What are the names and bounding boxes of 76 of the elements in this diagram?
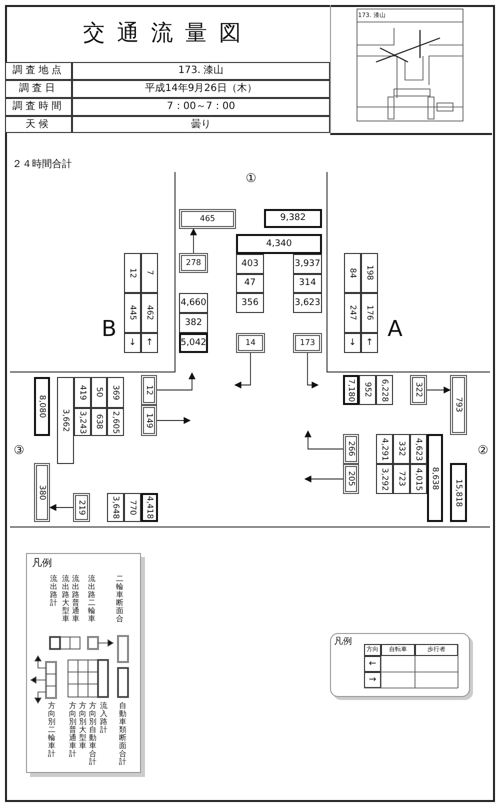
- count-cell: 3,623: [293, 293, 322, 313]
- count-box: 205: [343, 464, 359, 494]
- count-cell: 176: [361, 293, 378, 333]
- field-label: 調査地点: [5, 62, 72, 80]
- count-box: 12: [141, 375, 157, 405]
- count-box: 793: [450, 375, 467, 435]
- count-cell: 4,340: [236, 234, 322, 254]
- field-label: 天候: [5, 116, 72, 133]
- field-label: 調査時間: [5, 98, 72, 116]
- arrow: [156, 417, 191, 424]
- count-cell: 382: [179, 313, 208, 333]
- direction-symbol: ↓: [124, 333, 141, 353]
- count-cell: 4,291: [376, 434, 393, 464]
- count-cell: 4,418: [141, 493, 158, 522]
- count-cell: 2,605: [107, 408, 124, 436]
- count-cell: 247: [344, 293, 361, 333]
- count-cell: 332: [393, 434, 410, 464]
- count-cell: 952: [359, 375, 376, 405]
- count-cell: 8,638: [427, 434, 443, 522]
- count-box: 149: [141, 405, 157, 436]
- direction-symbol: ↑: [141, 333, 158, 353]
- count-cell: 3,648: [107, 493, 124, 522]
- count-cell: 3,937: [293, 254, 322, 274]
- count-box: 219: [73, 493, 90, 522]
- count-cell: 445: [124, 293, 141, 333]
- arrow: [426, 386, 451, 394]
- count-cell: 723: [393, 464, 410, 494]
- count-cell: 9,382: [264, 209, 322, 228]
- arrow: [234, 352, 251, 388]
- arrow: [49, 504, 74, 511]
- count-cell: 4,015: [410, 464, 427, 494]
- field-value: 173. 漆山: [72, 62, 330, 80]
- field-value: 7：00～7：00: [72, 98, 330, 116]
- arrow: [307, 352, 319, 388]
- count-cell: 4,660: [179, 293, 208, 313]
- count-cell: 198: [361, 253, 378, 293]
- count-cell: 12: [124, 253, 141, 293]
- count-cell: 3,292: [376, 464, 393, 494]
- field-value: 平成14年9月26日（木）: [72, 80, 330, 98]
- arrow: [304, 476, 344, 482]
- count-box: 380: [34, 463, 50, 522]
- count-cell: 4,623: [410, 434, 427, 464]
- count-box: 465: [179, 209, 236, 229]
- count-cell: 7,180: [343, 375, 359, 405]
- count-cell: 770: [124, 493, 141, 522]
- count-box: 322: [410, 375, 427, 405]
- arrow: [304, 430, 344, 450]
- count-cell: 8,080: [34, 377, 50, 436]
- field-label: 調査日: [5, 80, 72, 98]
- arrow: [190, 228, 197, 254]
- direction-symbol: ←: [364, 656, 381, 672]
- count-cell: 3,662: [57, 377, 74, 464]
- count-cell: 47: [236, 274, 264, 293]
- count-cell: 419: [74, 377, 91, 408]
- count-box: 173: [293, 333, 322, 353]
- count-cell: 314: [293, 274, 322, 293]
- count-cell: 5,042: [179, 333, 208, 353]
- count-cell: 356: [236, 293, 264, 313]
- count-box: 266: [343, 434, 359, 464]
- count-box: 278: [179, 253, 208, 273]
- arrow: [156, 372, 196, 390]
- count-cell: 84: [344, 253, 361, 293]
- count-cell: 403: [236, 254, 264, 274]
- count-cell: 50: [91, 377, 107, 408]
- count-cell: 462: [141, 293, 158, 333]
- count-cell: 3,243: [74, 408, 91, 436]
- count-cell: 15,818: [450, 463, 467, 522]
- count-cell: 6,228: [376, 375, 393, 405]
- direction-symbol: →: [364, 672, 381, 688]
- direction-symbol: ↓: [344, 333, 361, 353]
- count-cell: 638: [91, 408, 107, 436]
- count-cell: 7: [141, 253, 158, 293]
- count-box: 14: [236, 333, 265, 353]
- count-cell: 369: [107, 377, 124, 408]
- direction-symbol: ↑: [361, 333, 378, 353]
- field-value: 曇り: [72, 116, 330, 133]
